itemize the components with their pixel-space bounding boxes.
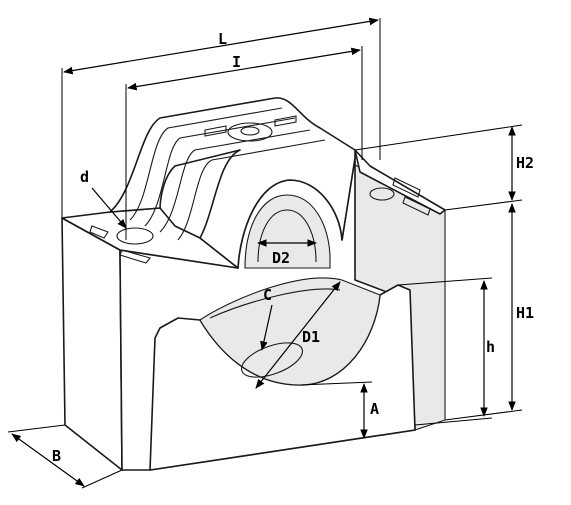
top-slot-front bbox=[119, 249, 151, 264]
upper-bore-opening bbox=[244, 194, 331, 269]
clamp-body bbox=[61, 97, 446, 471]
dim-line-D1 bbox=[255, 281, 341, 389]
dim-line-L bbox=[63, 17, 379, 75]
rib-2 bbox=[144, 117, 296, 227]
rib-4 bbox=[177, 139, 326, 241]
dimension-labels: L I d H2 H1 D2 C D1 h A B bbox=[52, 30, 534, 465]
leader-d bbox=[91, 187, 127, 229]
saddle-top bbox=[109, 97, 356, 269]
right-top-hole bbox=[369, 187, 395, 201]
top-hole-d bbox=[116, 227, 154, 245]
label-D2: D2 bbox=[272, 249, 290, 267]
top-slot-left bbox=[89, 225, 109, 239]
label-H1: H1 bbox=[516, 304, 534, 322]
right-top-surface bbox=[354, 149, 446, 215]
saddle-center-hole bbox=[227, 122, 273, 142]
label-h: h bbox=[486, 338, 495, 356]
label-L: L bbox=[218, 30, 227, 48]
upper-bore-inner bbox=[257, 209, 317, 263]
dim-line-I bbox=[127, 47, 361, 91]
label-H2: H2 bbox=[516, 154, 534, 172]
rib-3 bbox=[159, 129, 311, 233]
dim-line-B bbox=[11, 433, 85, 487]
dimension-lines bbox=[7, 17, 523, 489]
label-d: d bbox=[80, 168, 89, 186]
rib-1 bbox=[129, 107, 283, 221]
saddle-slot-left bbox=[204, 125, 227, 137]
label-I: I bbox=[232, 53, 241, 71]
label-D1: D1 bbox=[302, 328, 320, 346]
front-face bbox=[61, 217, 123, 471]
saddle-center-hole-inner bbox=[240, 126, 260, 136]
right-top-slot bbox=[392, 177, 421, 198]
label-A: A bbox=[370, 400, 379, 418]
leader-C bbox=[260, 304, 273, 351]
right-top-slot-2 bbox=[402, 196, 431, 216]
saddle-slot-right bbox=[274, 115, 297, 127]
label-C: C bbox=[263, 286, 272, 304]
label-B: B bbox=[52, 447, 61, 465]
